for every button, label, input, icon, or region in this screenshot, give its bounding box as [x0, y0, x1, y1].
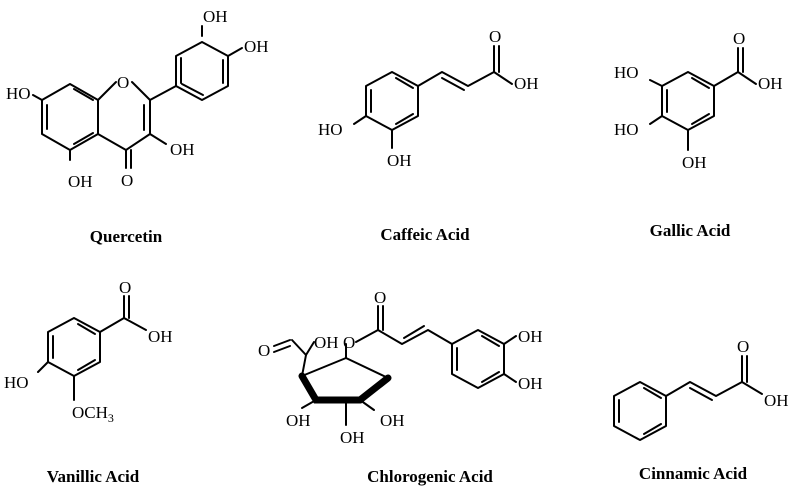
caffeic-acid-structure: O OH HO OH Caffeic Acid	[318, 27, 539, 244]
cinnamic-acid-caption: Cinnamic Acid	[639, 464, 748, 483]
gallic-label-ho-top: HO	[614, 63, 639, 82]
quercetin-label-o-keto: O	[121, 171, 133, 190]
vanillic-label-o: O	[119, 278, 131, 297]
vanillic-label-oh: OH	[148, 327, 173, 346]
vanillic-acid-structure: O OH HO OCH3 Vanillic Acid	[4, 278, 173, 486]
chlorogenic-label-o-acid: O	[258, 341, 270, 360]
gallic-acid-structure: O HO OH HO OH Gallic Acid	[614, 29, 783, 240]
quercetin-label-o-ring: O	[117, 73, 129, 92]
chlorogenic-acid-caption: Chlorogenic Acid	[367, 467, 493, 486]
chlorogenic-label-o-ester: O	[343, 333, 355, 352]
quercetin-label-oh-1: OH	[203, 7, 228, 26]
quercetin-label-oh-2: OH	[244, 37, 269, 56]
cinnamic-label-o: O	[737, 337, 749, 356]
chlorogenic-label-oh-ring-1: OH	[286, 411, 311, 430]
chlorogenic-label-oh-acid: OH	[314, 333, 339, 352]
gallic-acid-caption: Gallic Acid	[650, 221, 731, 240]
vanillic-label-subscript: 3	[108, 411, 114, 425]
quercetin-structure: OH OH HO O OH OH O Quercetin	[6, 7, 269, 246]
caffeic-label-ho: HO	[318, 120, 343, 139]
caffeic-label-oh-acid: OH	[514, 74, 539, 93]
chlorogenic-label-oh-catechol-2: OH	[518, 374, 543, 393]
vanillic-label-ho: HO	[4, 373, 29, 392]
vanillic-label-och-text: OCH	[72, 403, 108, 422]
chlorogenic-label-oh-ring-3: OH	[380, 411, 405, 430]
gallic-label-oh-bottom: OH	[682, 153, 707, 172]
cinnamic-label-oh: OH	[764, 391, 789, 410]
caffeic-label-o: O	[489, 27, 501, 46]
quercetin-label-oh-4: OH	[68, 172, 93, 191]
quercetin-caption: Quercetin	[90, 227, 163, 246]
gallic-label-ho-mid: HO	[614, 120, 639, 139]
chlorogenic-label-o-carbonyl: O	[374, 288, 386, 307]
caffeic-acid-caption: Caffeic Acid	[380, 225, 470, 244]
chlorogenic-label-oh-ring-2: OH	[340, 428, 365, 447]
vanillic-acid-caption: Vanillic Acid	[47, 467, 140, 486]
quercetin-label-oh-3: OH	[170, 140, 195, 159]
vanillic-label-och: OCH3	[72, 403, 114, 425]
cinnamic-acid-structure: O OH Cinnamic Acid	[613, 337, 789, 483]
chlorogenic-acid-structure: O O OH O OH OH OH OH OH Chlorogenic Acid	[258, 288, 543, 486]
gallic-label-o: O	[733, 29, 745, 48]
quercetin-label-ho: HO	[6, 84, 31, 103]
gallic-label-oh-acid: OH	[758, 74, 783, 93]
chlorogenic-label-oh-catechol-1: OH	[518, 327, 543, 346]
caffeic-label-oh: OH	[387, 151, 412, 170]
